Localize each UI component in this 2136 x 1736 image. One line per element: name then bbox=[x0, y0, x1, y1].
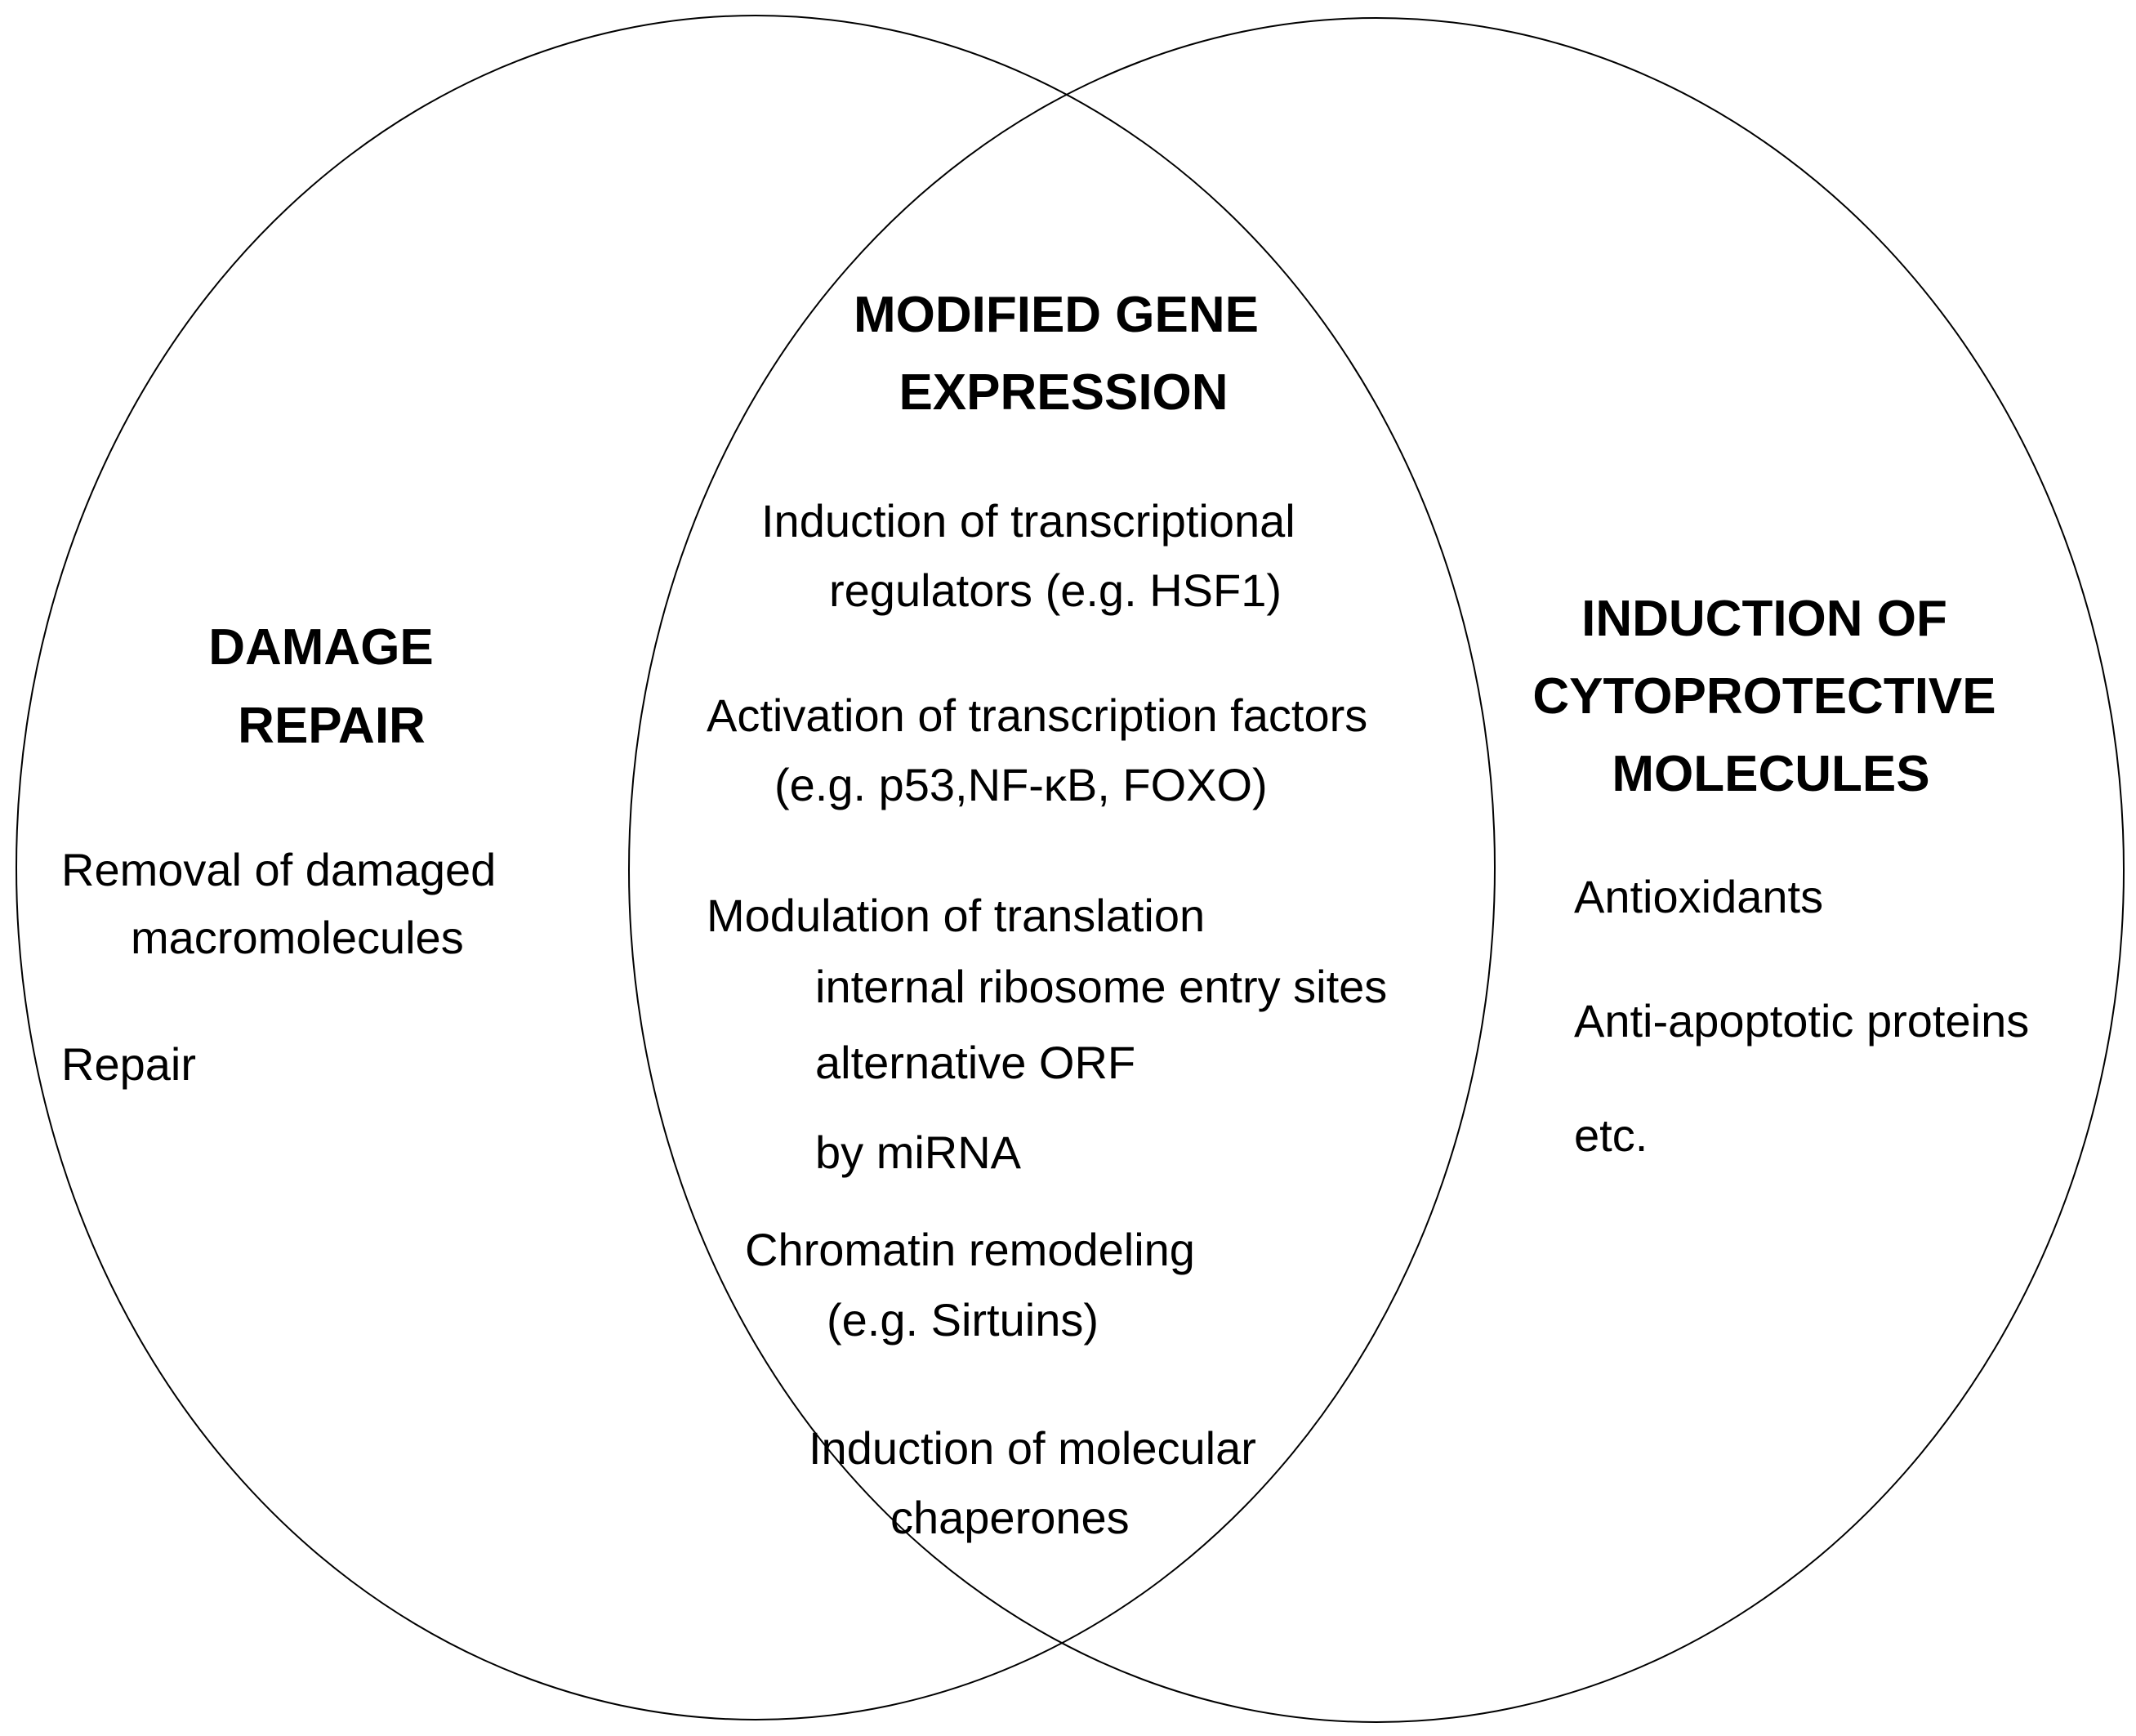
left-heading-line-2: REPAIR bbox=[238, 698, 426, 754]
center-item-chaperones-line-2: chaperones bbox=[890, 1492, 1130, 1543]
left-heading-line-1: DAMAGE bbox=[208, 619, 434, 676]
center-item-induction-regulators-line-2: regulators (e.g. HSF1) bbox=[829, 565, 1282, 616]
center-subitem-alternative-orf: alternative ORF bbox=[815, 1037, 1136, 1088]
right-item-etc: etc. bbox=[1574, 1109, 1648, 1161]
center-item-activation-factors-line-1: Activation of transcription factors bbox=[707, 689, 1368, 741]
center-item-activation-factors-line-2: (e.g. p53,NF-κB, FOXO) bbox=[774, 759, 1268, 810]
left-ellipse bbox=[16, 15, 1496, 1720]
right-heading-line-3: MOLECULES bbox=[1612, 746, 1930, 802]
center-subitem-mirna: by miRNA bbox=[815, 1127, 1022, 1178]
left-item-removal-line-1: Removal of damaged bbox=[61, 844, 497, 895]
center-item-chaperones-line-1: Induction of molecular bbox=[809, 1422, 1256, 1474]
center-item-chromatin-line-2: (e.g. Sirtuins) bbox=[827, 1294, 1099, 1346]
center-item-chromatin-line-1: Chromatin remodeling bbox=[745, 1224, 1195, 1275]
right-item-anti-apoptotic: Anti-apoptotic proteins bbox=[1574, 995, 2030, 1047]
right-heading-line-2: CYTOPROTECTIVE bbox=[1532, 668, 1996, 725]
right-ellipse bbox=[628, 17, 2125, 1723]
left-item-removal-line-2: macromolecules bbox=[131, 912, 464, 963]
center-item-modulation-translation: Modulation of translation bbox=[707, 890, 1206, 941]
left-item-repair: Repair bbox=[61, 1038, 196, 1090]
center-subitem-ribosome-entry-sites: internal ribosome entry sites bbox=[815, 961, 1388, 1012]
right-heading-line-1: INDUCTION OF bbox=[1581, 591, 1947, 647]
center-heading-line-2: EXPRESSION bbox=[899, 364, 1229, 421]
center-item-induction-regulators-line-1: Induction of transcriptional bbox=[761, 495, 1295, 547]
center-heading-line-1: MODIFIED GENE bbox=[853, 287, 1260, 343]
right-item-antioxidants: Antioxidants bbox=[1574, 871, 1824, 922]
